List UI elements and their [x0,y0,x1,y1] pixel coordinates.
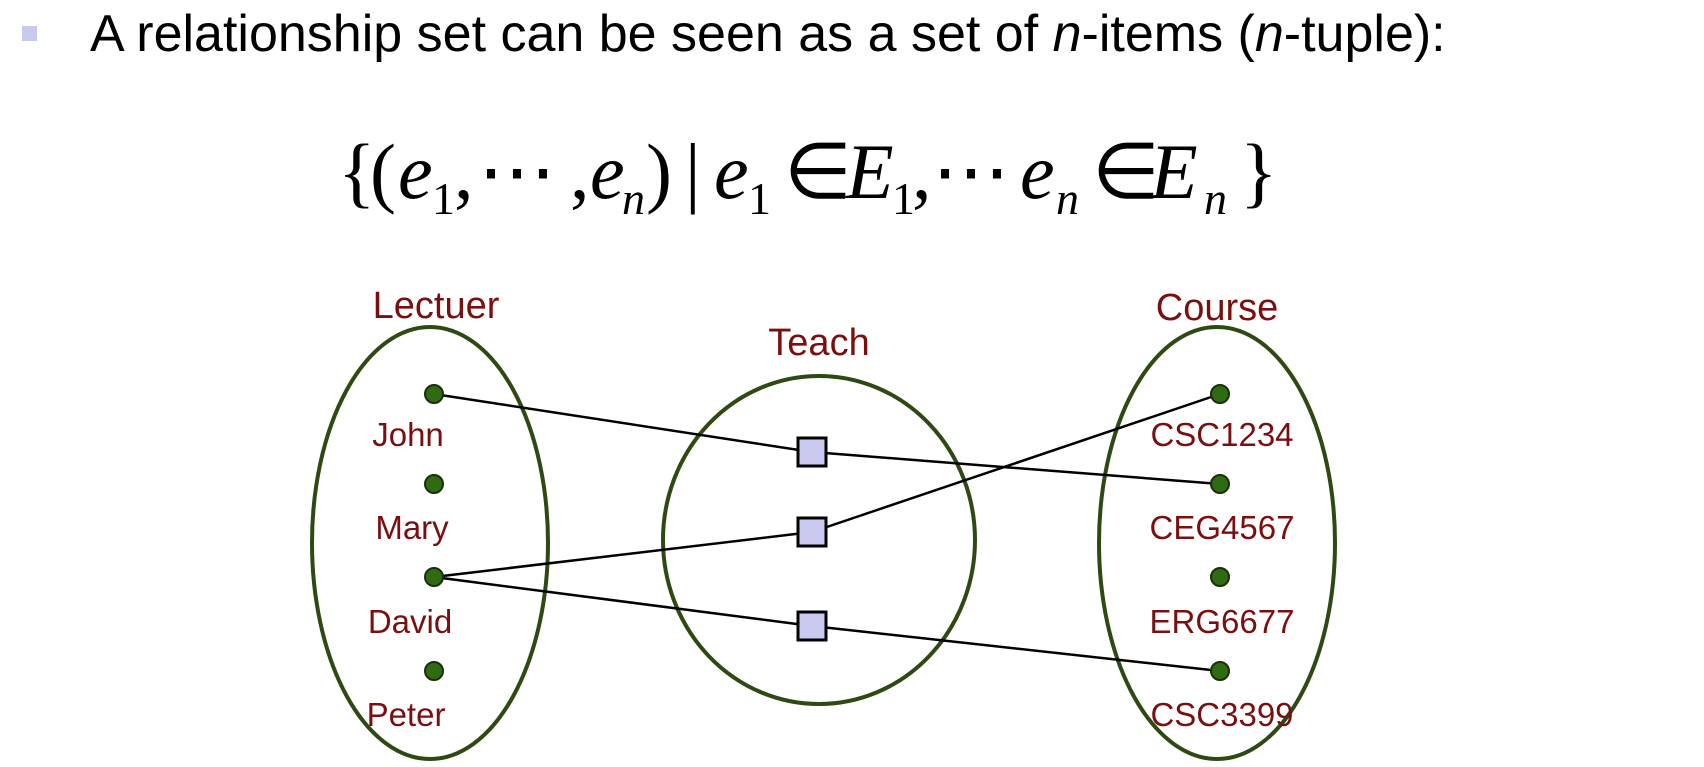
course-label-erg6677: ERG6677 [1150,603,1295,640]
formula-bar: | [685,128,701,215]
course-set-ellipse [1097,325,1337,761]
course-point-ceg4567 [1210,474,1230,494]
formula-right-paren: ) [646,128,672,215]
course-point-csc3399 [1210,661,1230,681]
lecturer-label-john: John [372,416,444,453]
bullet-text-part3: -tuple): [1283,5,1446,63]
formula-E1-subscript: 1 [892,173,915,224]
lecturer-point-peter [424,661,444,681]
formula-ellipsis-1: ⋯ [478,128,556,215]
formula-en-second-subscript: n [1056,173,1079,224]
course-point-erg6677 [1210,567,1230,587]
formula-comma-1: , [454,128,474,215]
lecturer-point-mary [424,474,444,494]
formula-e1-second: e [714,128,749,215]
bullet-text: A relationship set can be seen as a set … [90,4,1446,64]
formula-e1-second-subscript: 1 [748,173,771,224]
link-teach-1-to-ceg4567 [811,450,1221,486]
teach-pair-square-3 [796,610,828,642]
formula-right-brace: } [1240,128,1277,215]
set-builder-formula: { ( e 1 , ⋯ , e n ) | e 1 ∈ E 1 , ⋯ e n … [338,128,1277,224]
lecturer-label-david: David [368,603,452,640]
teach-set-ellipse [661,374,977,706]
link-teach-3-to-csc3399 [811,624,1221,673]
formula-e1-subscript: 1 [432,173,455,224]
bullet-square-icon [22,26,37,41]
formula-ellipsis-2: ⋯ [932,128,1010,215]
teach-pair-square-2 [796,516,828,548]
teach-pair-square-1 [796,436,828,468]
formula-e1: e [398,128,433,215]
lecturer-point-john [424,384,444,404]
link-david-to-teach-2 [433,530,813,579]
formula-E1: E [845,128,894,215]
formula-member-1: ∈ [784,128,852,215]
formula-en-second: e [1020,128,1055,215]
formula-En: E [1149,128,1198,215]
formula-comma-2: , [570,128,590,215]
lecturer-set-title: Lectuer [373,285,500,327]
course-point-csc1234 [1210,384,1230,404]
course-label-ceg4567: CEG4567 [1150,509,1295,546]
formula-member-2: ∈ [1092,128,1160,215]
course-set-title: Course [1156,287,1279,329]
lecturer-point-david [424,567,444,587]
bullet-text-part2: -items ( [1081,5,1255,63]
link-david-to-teach-3 [433,575,813,628]
bullet-text-n1: n [1052,5,1082,63]
teach-set-title: Teach [768,322,869,364]
formula-En-subscript: n [1204,173,1227,224]
formula-en-subscript: n [622,173,645,224]
formula-en: e [590,128,625,215]
course-label-csc1234: CSC1234 [1150,416,1293,453]
lecturer-label-peter: Peter [367,696,446,733]
bullet-text-n2: n [1254,5,1284,63]
link-john-to-teach-1 [433,392,813,454]
formula-comma-3: , [912,128,932,215]
link-teach-2-to-csc1234 [811,392,1221,534]
lecturer-set-ellipse [310,325,550,761]
formula-left-brace: { [338,128,375,215]
lecturer-label-mary: Mary [375,509,449,546]
course-label-csc3399: CSC3399 [1150,696,1293,733]
bullet-text-part1: A relationship set can be seen as a set … [90,5,1053,63]
formula-left-paren: ( [370,128,396,215]
bullet-line: A relationship set can be seen as a set … [0,0,1704,80]
